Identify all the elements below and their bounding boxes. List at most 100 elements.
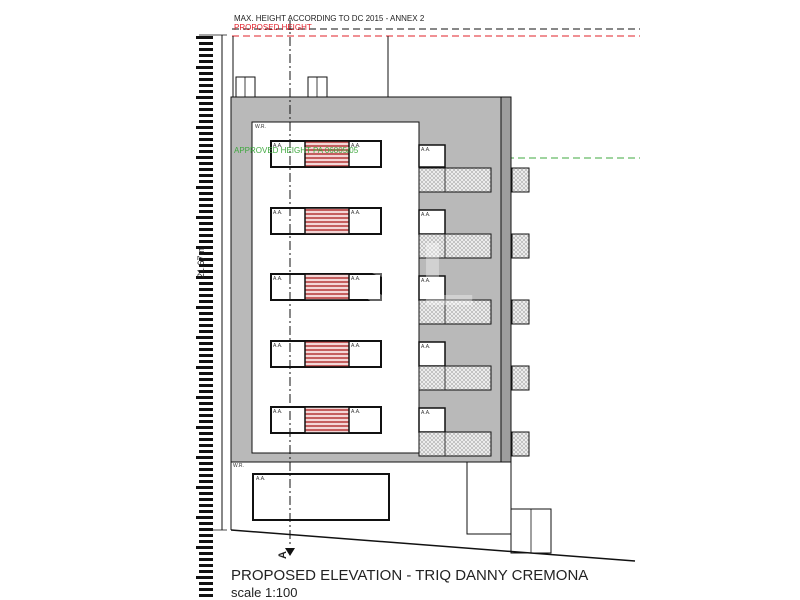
scale-tick [199,444,213,447]
side-balconies [418,144,530,457]
scale-tick [196,336,213,339]
window-tag-aa-2s: A.A. [421,212,431,218]
section-marker-label: A [276,551,289,559]
scale-tick [199,132,213,135]
scale-tick [199,528,213,531]
scale-tick [196,366,213,369]
window-tag-aa-2r: A.A. [351,210,361,216]
max-height-note: MAX. HEIGHT ACCORDING TO DC 2015 - ANNEX… [234,14,425,23]
section-arrow [285,548,295,556]
scale-tick [199,498,213,501]
scale-tick [199,78,213,81]
scale-tick [199,240,213,243]
scale-tick [196,276,213,279]
scale-tick [199,420,213,423]
drawing-scale: scale 1:100 [231,585,298,600]
balcony-floor-2 [418,209,530,259]
window-tag-aa-1l: A.A. [273,143,283,149]
scale-tick [199,324,213,327]
balcony-floor-1 [418,144,530,193]
scale-tick [199,552,213,555]
balcony-floor-4 [418,341,530,391]
window-tag-aa-4l: A.A. [273,343,283,349]
scale-tick [199,114,213,117]
scale-tick [199,228,213,231]
scale-tick [196,216,213,219]
scale-tick [199,330,213,333]
scale-tick [199,360,213,363]
window-tag-aa-4s: A.A. [421,344,431,350]
scale-tick [196,546,213,549]
roof-door-right [307,76,328,98]
window-floor-2 [270,207,382,235]
scale-tick [199,138,213,141]
window-floor-1 [270,140,382,168]
scale-tick [199,174,213,177]
ground-floor [230,461,636,562]
scale-tick [199,348,213,351]
scale-tick [199,60,213,63]
scale-tick [199,594,213,597]
scale-tick [196,96,213,99]
scale-tick [199,144,213,147]
window-tag-aa-1r: A.A. [351,143,361,149]
scale-tick [199,318,213,321]
scale-tick [199,252,213,255]
scale-tick [199,570,213,573]
scale-tick [196,126,213,129]
approved-height-note: APPROVED HEIGHT PA 06805/05 [234,146,359,155]
scale-tick [199,210,213,213]
scale-tick [199,204,213,207]
window-tag-wr-ground: W.R. [233,463,244,469]
scale-tick [199,522,213,525]
balcony-floor-5 [418,407,530,457]
scale-tick [199,258,213,261]
scale-tick [199,42,213,45]
scale-tick [199,168,213,171]
scale-tick [199,438,213,441]
scale-tick [199,378,213,381]
scale-tick [196,426,213,429]
scale-tick [196,186,213,189]
window-tag-wr-top: W.R. [255,124,266,130]
scale-tick [196,246,213,249]
scale-tick [199,282,213,285]
drawing-title: PROPOSED ELEVATION - TRIQ DANNY CREMONA [231,567,589,584]
scale-tick [199,510,213,513]
scale-tick [199,354,213,357]
scale-tick [199,264,213,267]
window-tag-aa-3l: A.A. [273,276,283,282]
side-wall-strip [500,96,512,463]
scale-ticks [196,36,213,597]
front-windows [270,140,382,434]
window-tag-aa-1s: A.A. [421,147,431,153]
watermark: SL [360,225,475,325]
scale-tick [199,90,213,93]
scale-tick [199,102,213,105]
scale-tick [196,456,213,459]
scale-tick [199,72,213,75]
scale-tick [199,462,213,465]
scale-tick [199,150,213,153]
garage-door [252,473,390,521]
scale-tick [199,504,213,507]
window-tag-aa-5l: A.A. [273,409,283,415]
scale-tick [199,342,213,345]
window-floor-3 [270,273,382,301]
scale-tick [199,108,213,111]
scale-tick [199,300,213,303]
scale-tick [196,486,213,489]
window-tag-aa-4r: A.A. [351,343,361,349]
height-dimension-label: 21.67m [196,247,206,278]
scale-tick [199,474,213,477]
scale-tick [199,54,213,57]
scale-tick [199,582,213,585]
scale-tick [199,192,213,195]
scale-tick [199,162,213,165]
scale-tick [199,48,213,51]
scale-tick [199,390,213,393]
scale-tick [199,588,213,591]
scale-tick [199,432,213,435]
scale-tick [199,294,213,297]
